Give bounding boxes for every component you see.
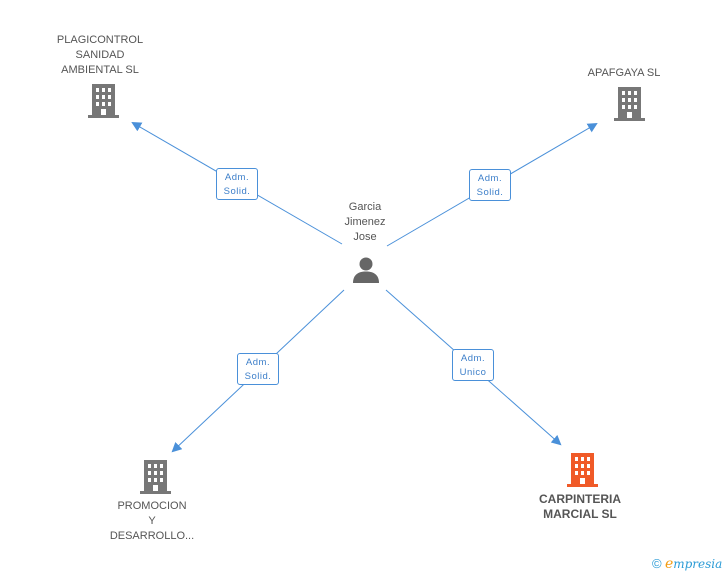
person-name-line: Garcia xyxy=(348,201,382,213)
edge-label-apafgaya[interactable]: Adm. Solid. xyxy=(469,169,511,201)
edge-label-line: Adm. xyxy=(224,172,250,183)
copyright-symbol: © xyxy=(652,556,662,571)
edge-label-line: Solid. xyxy=(476,187,504,198)
company-name-line: PLAGICONTROL xyxy=(56,34,144,46)
company-name-line: CARPINTERIA xyxy=(538,492,621,506)
edge-label-line: Unico xyxy=(459,367,487,378)
empresia-logo: © empresia xyxy=(652,556,722,572)
building-icon[interactable] xyxy=(567,453,598,487)
edge-label-line: Adm. xyxy=(245,357,271,368)
company-name-line: MARCIAL SL xyxy=(543,507,617,521)
company-name-line: SANIDAD xyxy=(75,49,125,61)
person-name[interactable]: Garcia Jimenez Jose xyxy=(325,200,405,245)
building-icon[interactable] xyxy=(614,87,645,121)
company-name-line: PROMOCION xyxy=(117,500,187,512)
company-name-apafgaya[interactable]: APAFGAYA SL xyxy=(574,66,674,81)
company-name-line: Y xyxy=(148,515,156,527)
building-icon[interactable] xyxy=(140,460,171,494)
edge-label-line: Solid. xyxy=(223,186,251,197)
brand-name: mpresia xyxy=(673,557,723,571)
edge-label-plagicontrol[interactable]: Adm. Solid. xyxy=(216,168,258,200)
company-name-plagicontrol[interactable]: PLAGICONTROL SANIDAD AMBIENTAL SL xyxy=(50,33,150,78)
person-icon[interactable] xyxy=(351,256,381,284)
building-icon[interactable] xyxy=(88,84,119,118)
company-name-carpinteria[interactable]: CARPINTERIA MARCIAL SL xyxy=(530,492,630,522)
person-name-line: Jimenez xyxy=(344,216,386,228)
company-name-line: DESARROLLO... xyxy=(109,530,195,542)
person-name-line: Jose xyxy=(353,231,377,243)
edge-label-line: Adm. xyxy=(460,353,486,364)
edge-label-promocion[interactable]: Adm. Solid. xyxy=(237,353,279,385)
edge-label-carpinteria[interactable]: Adm. Unico xyxy=(452,349,494,381)
edge-label-line: Solid. xyxy=(244,371,272,382)
company-name-promocion[interactable]: PROMOCION Y DESARROLLO... xyxy=(102,499,202,544)
company-name-line: AMBIENTAL SL xyxy=(61,64,139,76)
brand-initial: e xyxy=(664,556,674,572)
company-name-line: APAFGAYA SL xyxy=(587,67,661,79)
edge-label-line: Adm. xyxy=(477,173,503,184)
